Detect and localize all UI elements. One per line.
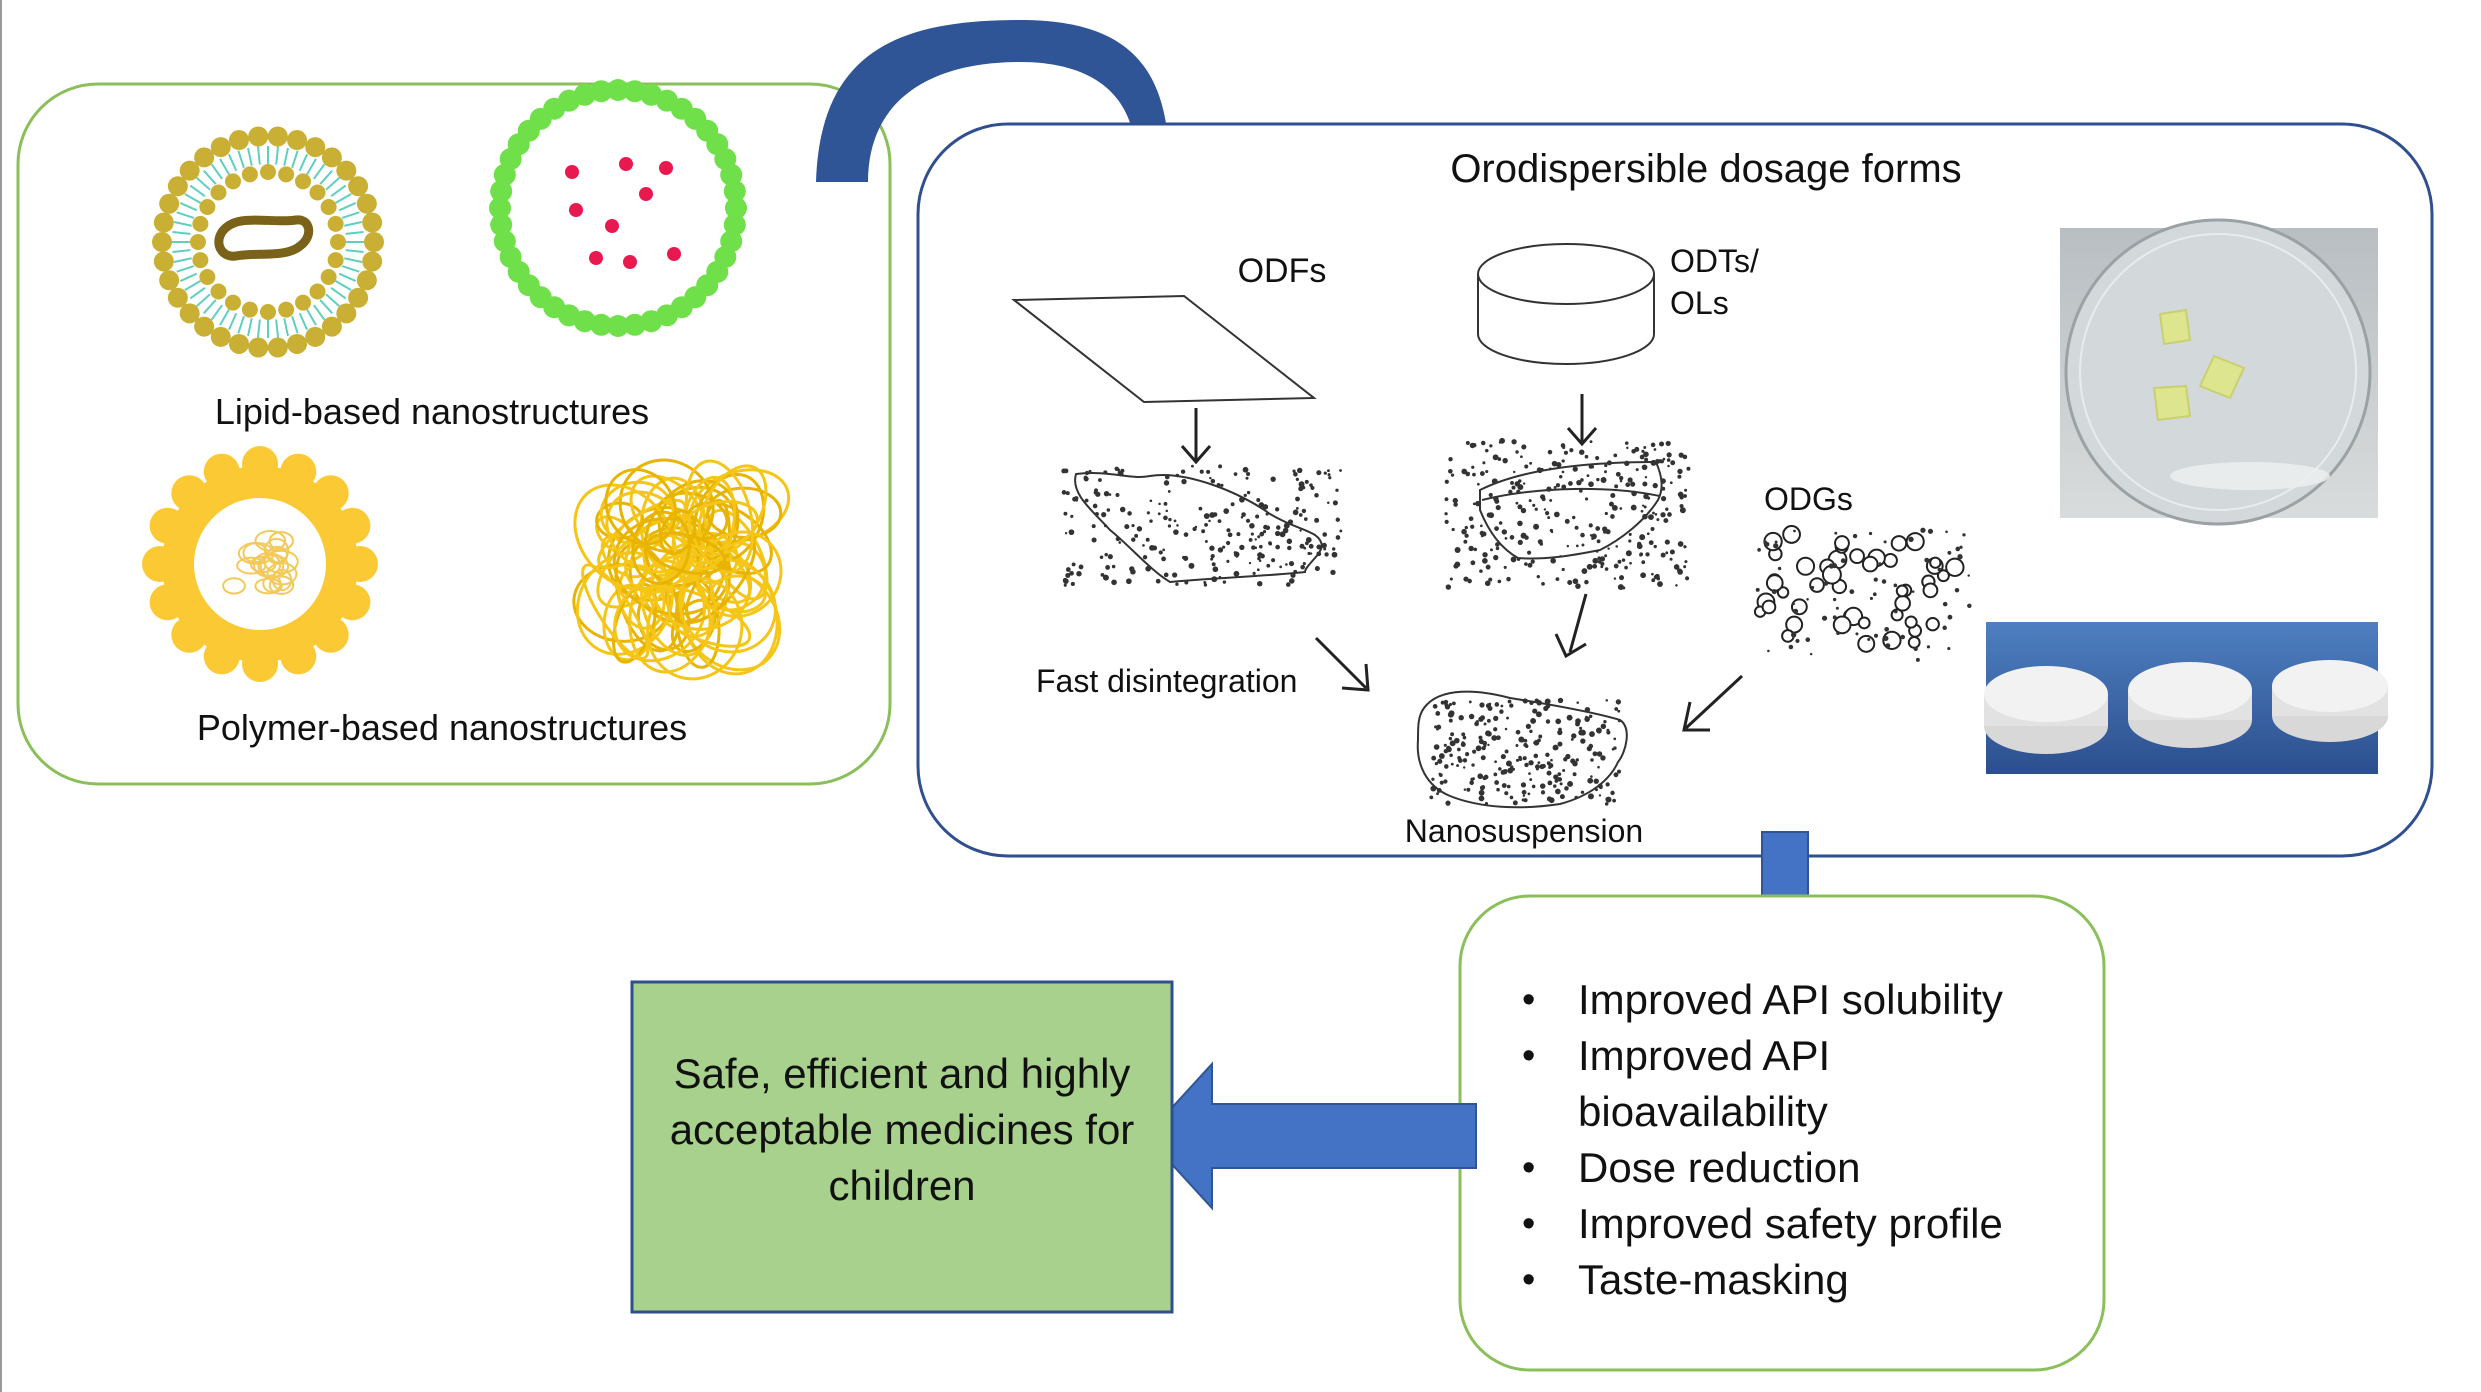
nanosuspension-label: Nanosuspension — [1405, 813, 1643, 849]
odf-film-icon — [1011, 294, 1317, 404]
odf-disintegrating-icon — [1061, 464, 1343, 587]
polymer-based-label: Polymer-based nanostructures — [197, 707, 687, 748]
odf-down-arrow-icon — [1180, 408, 1212, 465]
odt-to-nano-arrow-icon — [1554, 593, 1588, 659]
benefits-list: Improved API solubility Improved API bio… — [1510, 972, 2070, 1308]
tablets-photo — [1984, 622, 2388, 774]
odg-label: ODGs — [1764, 481, 1853, 517]
orodispersible-title: Orodispersible dosage forms — [1450, 147, 1961, 191]
odf-label: ODFs — [1238, 252, 1327, 290]
odt-disintegrating-icon — [1444, 437, 1691, 591]
liposome-icon — [152, 126, 384, 358]
lipid-nanoparticle-icon — [489, 79, 747, 337]
nanostructures-panel — [16, 82, 892, 786]
polymeric-micelle-icon — [142, 446, 378, 682]
polymer-nanoparticle-icon — [572, 458, 791, 681]
nanosuspension-icon — [1416, 690, 1628, 809]
odg-to-nano-arrow-icon — [1682, 674, 1744, 732]
benefit-item: Improved safety profile — [1510, 1196, 2070, 1252]
outcome-text: Safe, efficient and highly acceptable me… — [669, 1050, 1135, 1209]
odt-label-line2: OLs — [1670, 285, 1729, 321]
petri-dish-photo — [2060, 218, 2378, 526]
odg-granules-icon — [1753, 525, 1972, 662]
odt-tablet-icon — [1477, 243, 1655, 365]
benefit-item: Dose reduction — [1510, 1140, 2070, 1196]
outcome-box — [630, 980, 1174, 1314]
left-arrow-icon — [1144, 1061, 1477, 1211]
odt-label-line1: ODTs/ — [1670, 243, 1759, 279]
benefit-item: Improved API solubility — [1510, 972, 2070, 1028]
odf-to-nano-arrow-icon — [1314, 636, 1370, 692]
fast-disintegration-label: Fast disintegration — [1036, 663, 1297, 699]
benefit-item: Improved API bioavailability — [1510, 1028, 2070, 1140]
lipid-based-label: Lipid-based nanostructures — [215, 391, 649, 432]
odt-down-arrow-icon — [1566, 394, 1598, 447]
benefit-item: Taste-masking — [1510, 1252, 2070, 1308]
